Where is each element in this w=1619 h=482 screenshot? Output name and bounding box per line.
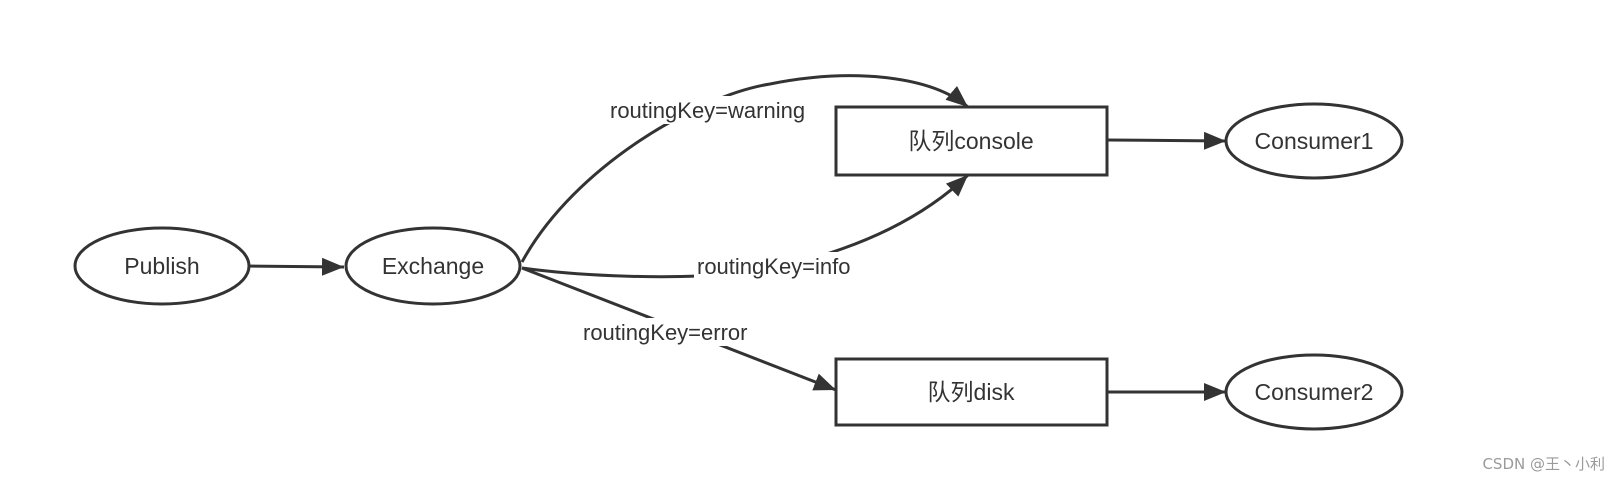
svg-text:Consumer2: Consumer2 <box>1255 379 1374 405</box>
svg-text:routingKey=info: routingKey=info <box>697 254 851 279</box>
svg-text:队列disk: 队列disk <box>928 379 1015 405</box>
svg-text:Publish: Publish <box>124 253 199 279</box>
svg-text:Exchange: Exchange <box>382 253 484 279</box>
svg-text:routingKey=error: routingKey=error <box>583 320 747 345</box>
svg-text:队列console: 队列console <box>908 128 1033 154</box>
edge-label-info: routingKey=info <box>694 252 882 280</box>
node-publish: Publish <box>73 226 251 306</box>
node-exchange: Exchange <box>344 226 522 306</box>
edge-label-error: routingKey=error <box>580 318 780 346</box>
edge-label-warning: routingKey=warning <box>608 96 840 124</box>
svg-text:Consumer1: Consumer1 <box>1255 128 1374 154</box>
node-queue-console: 队列console <box>834 105 1109 177</box>
edge-warning <box>520 74 969 263</box>
node-queue-disk: 队列disk <box>834 357 1109 427</box>
node-consumer1: Consumer1 <box>1224 102 1404 180</box>
edge-publish-exchange <box>243 257 345 276</box>
watermark: CSDN @王丶小利 <box>1482 455 1605 473</box>
svg-text:routingKey=warning: routingKey=warning <box>610 98 805 123</box>
edge-console-consumer1 <box>1106 131 1227 150</box>
node-consumer2: Consumer2 <box>1224 353 1404 431</box>
